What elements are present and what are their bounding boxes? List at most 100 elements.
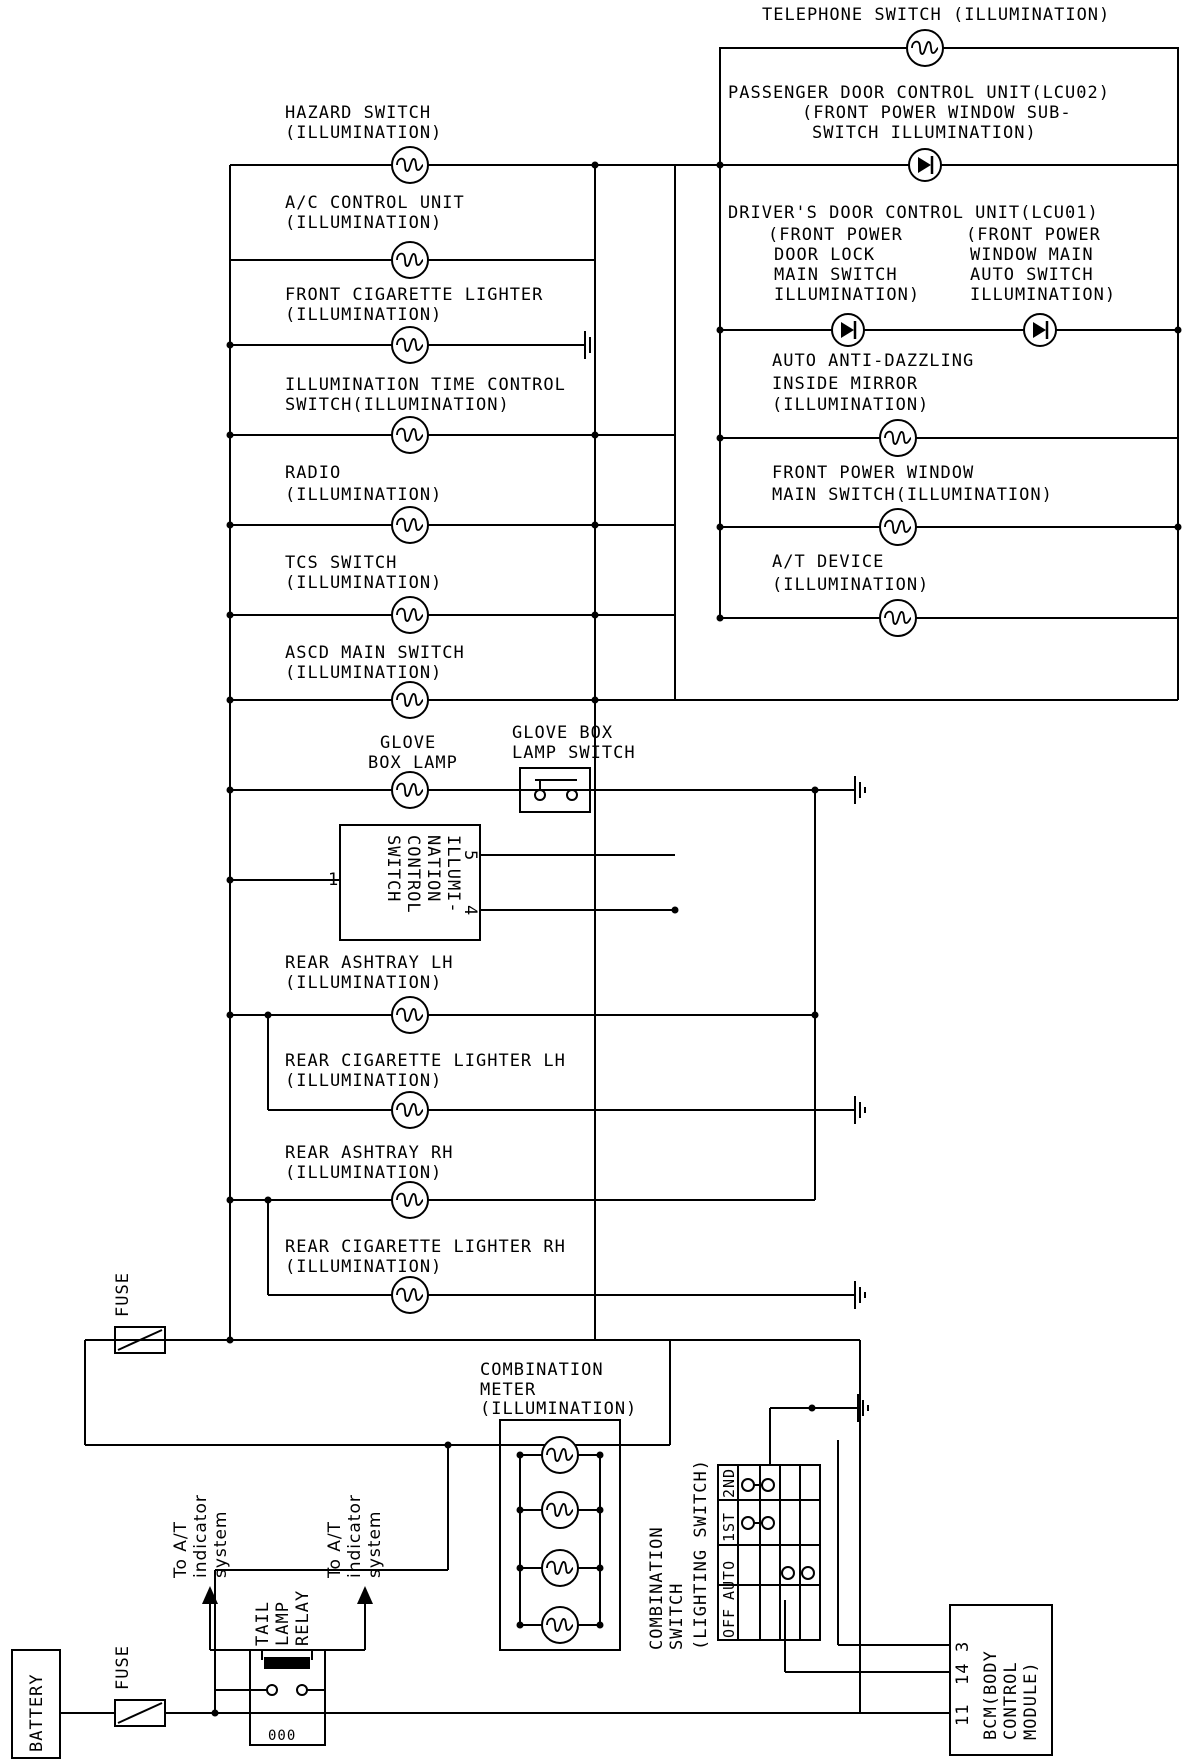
label-hazard-1: HAZARD SWITCH xyxy=(285,103,431,123)
label-driver-right-3: AUTO SWITCH xyxy=(970,265,1094,285)
front-cigarette-bulb-icon xyxy=(391,326,429,364)
label-at-left-3: system xyxy=(211,1511,231,1578)
label-mirror-3: (ILLUMINATION) xyxy=(772,395,929,415)
bcm-box xyxy=(949,1604,1053,1756)
label-battery: BATTERY xyxy=(27,1673,47,1752)
label-position-1st: 1ST xyxy=(720,1512,738,1542)
passenger-door-diode-icon xyxy=(907,147,943,183)
label-rear-ashtray-rh-2: (ILLUMINATION) xyxy=(285,1163,442,1183)
label-glove-lamp-2: BOX LAMP xyxy=(368,753,458,773)
label-bcm-pin-3: 3 xyxy=(953,1641,973,1652)
fuse-bottom-icon xyxy=(114,1699,166,1727)
label-combination-switch-2: SWITCH xyxy=(667,1583,687,1650)
combination-meter xyxy=(499,1419,621,1651)
label-relay-1: TAIL xyxy=(253,1601,273,1646)
label-combination-switch-3: (LIGHTING SWITCH) xyxy=(691,1459,711,1650)
meter-bulb-2-icon xyxy=(541,1491,579,1529)
label-ics-4: SWITCH xyxy=(383,835,403,902)
label-at-device-2: (ILLUMINATION) xyxy=(772,575,929,595)
tail-lamp-relay xyxy=(202,1586,373,1746)
label-ascd-2: (ILLUMINATION) xyxy=(285,663,442,683)
label-bcm-pin-14: 14 xyxy=(953,1663,973,1685)
ascd-switch-bulb-icon xyxy=(391,681,429,719)
label-at-right-2: indicator xyxy=(345,1494,365,1578)
driver-door-lock-diode-icon xyxy=(830,312,866,348)
ground-icon xyxy=(854,1280,866,1310)
tcs-switch-bulb-icon xyxy=(391,596,429,634)
label-ics-pin-4: 4 xyxy=(460,905,480,916)
label-itc-2: SWITCH(ILLUMINATION) xyxy=(285,395,510,415)
meter-bulb-4-icon xyxy=(541,1606,579,1644)
label-rear-ashtray-rh-1: REAR ASHTRAY RH xyxy=(285,1143,454,1163)
label-ics-pin-1: 1 xyxy=(328,870,339,890)
label-ics-2: NATION xyxy=(423,835,443,902)
label-fuse-bottom: FUSE xyxy=(113,1645,133,1690)
label-rear-ashtray-lh-1: REAR ASHTRAY LH xyxy=(285,953,454,973)
rear-cigarette-rh-bulb-icon xyxy=(391,1276,429,1314)
ac-control-bulb-icon xyxy=(391,241,429,279)
label-ascd-1: ASCD MAIN SWITCH xyxy=(285,643,465,663)
label-ics-3: CONTROL xyxy=(403,835,423,914)
telephone-switch-bulb-icon xyxy=(906,29,944,67)
label-fuse-top: FUSE xyxy=(113,1272,133,1317)
label-at-left-1: To A/T xyxy=(171,1521,191,1579)
label-fcl-2: (ILLUMINATION) xyxy=(285,305,442,325)
label-relay-coil: 000 xyxy=(268,1728,296,1744)
rear-cigarette-lh-bulb-icon xyxy=(391,1091,429,1129)
label-driver-right-4: ILLUMINATION) xyxy=(970,285,1116,305)
label-glove-switch-1: GLOVE BOX xyxy=(512,723,613,743)
label-driver-door-1: DRIVER'S DOOR CONTROL UNIT(LCU01) xyxy=(728,203,1099,223)
ground-symbols xyxy=(565,330,869,1423)
label-bcm-1: BCM(BODY xyxy=(981,1650,1001,1740)
label-at-device-1: A/T DEVICE xyxy=(772,552,884,572)
label-passenger-door-3: SWITCH ILLUMINATION) xyxy=(812,123,1037,143)
label-at-right-1: To A/T xyxy=(325,1521,345,1579)
label-tcs-1: TCS SWITCH xyxy=(285,553,397,573)
label-glove-lamp-1: GLOVE xyxy=(380,733,436,753)
hazard-switch-bulb-icon xyxy=(391,146,429,184)
label-driver-left-3: MAIN SWITCH xyxy=(774,265,898,285)
label-ics-pin-5: 5 xyxy=(460,850,480,861)
itc-switch-bulb-icon xyxy=(391,416,429,454)
driver-window-diode-icon xyxy=(1022,312,1058,348)
label-combination-meter-2: METER xyxy=(480,1380,536,1400)
meter-bulb-1-icon xyxy=(541,1436,579,1474)
label-position-off: OFF xyxy=(720,1608,738,1638)
label-radio-1: RADIO xyxy=(285,463,341,483)
fpw-main-switch-bulb-icon xyxy=(879,508,917,546)
ground-icon xyxy=(854,1095,866,1125)
label-driver-left-1: (FRONT POWER xyxy=(768,225,903,245)
fuse-top-icon xyxy=(114,1326,166,1354)
label-fpw-main-2: MAIN SWITCH(ILLUMINATION) xyxy=(772,485,1053,505)
label-mirror-1: AUTO ANTI-DAZZLING xyxy=(772,351,974,371)
label-combination-meter-3: (ILLUMINATION) xyxy=(480,1399,637,1419)
label-telephone-switch: TELEPHONE SWITCH (ILLUMINATION) xyxy=(762,5,1110,25)
combination-switch-grid xyxy=(717,1440,839,1645)
battery-box xyxy=(11,1649,61,1759)
label-ics-1: ILLUMI- xyxy=(443,835,463,914)
label-driver-right-1: (FRONT POWER xyxy=(966,225,1101,245)
label-fcl-1: FRONT CIGARETTE LIGHTER xyxy=(285,285,543,305)
rear-ashtray-lh-bulb-icon xyxy=(391,996,429,1034)
label-tcs-2: (ILLUMINATION) xyxy=(285,573,442,593)
label-hazard-2: (ILLUMINATION) xyxy=(285,123,442,143)
glove-box-lamp-bulb-icon xyxy=(391,771,429,809)
label-ac-2: (ILLUMINATION) xyxy=(285,213,442,233)
ground-icon xyxy=(854,775,866,805)
label-mirror-2: INSIDE MIRROR xyxy=(772,374,918,394)
label-position-auto: AUTO xyxy=(720,1560,738,1600)
label-rear-cig-rh-1: REAR CIGARETTE LIGHTER RH xyxy=(285,1237,566,1257)
label-ac-1: A/C CONTROL UNIT xyxy=(285,193,465,213)
label-rear-cig-lh-2: (ILLUMINATION) xyxy=(285,1071,442,1091)
label-glove-switch-2: LAMP SWITCH xyxy=(512,743,636,763)
mirror-bulb-icon xyxy=(879,419,917,457)
fuse-icons xyxy=(114,1326,166,1727)
label-driver-right-2: WINDOW MAIN xyxy=(970,245,1094,265)
label-relay-3: RELAY xyxy=(293,1590,313,1646)
radio-bulb-icon xyxy=(391,506,429,544)
label-rear-ashtray-lh-2: (ILLUMINATION) xyxy=(285,973,442,993)
label-combination-meter-1: COMBINATION xyxy=(480,1360,604,1380)
label-bcm-3: MODULE) xyxy=(1021,1661,1041,1740)
label-bcm-pin-11: 11 xyxy=(953,1704,973,1726)
